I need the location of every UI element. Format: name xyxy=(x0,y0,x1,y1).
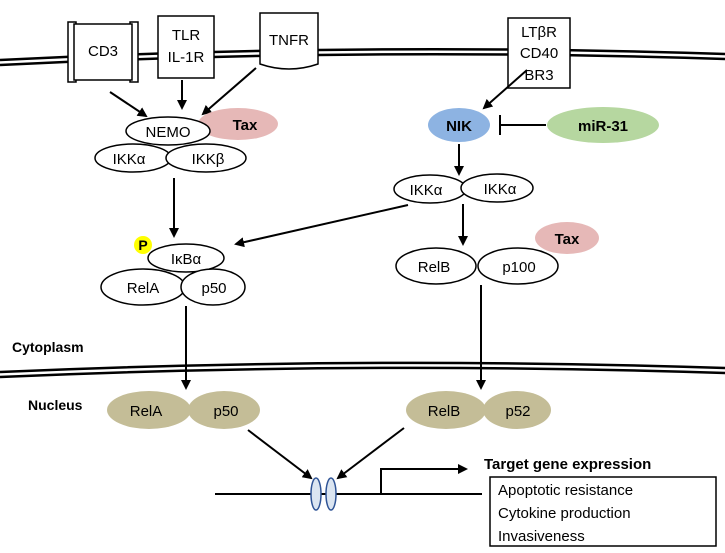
nuclear-rela-p50: RelA p50 xyxy=(107,391,260,429)
ikk-complex: Tax NEMO IKKα IKKβ xyxy=(94,108,278,173)
nemo-shape xyxy=(125,116,211,146)
ikka-left-label: IKKα xyxy=(410,182,443,199)
nuclear-rela-shape xyxy=(107,391,191,429)
phospho-label: P xyxy=(138,237,147,253)
nuclear-rela-label: RelA xyxy=(130,403,163,420)
nik-shape xyxy=(428,108,490,142)
ikka-label: IKKα xyxy=(113,151,146,168)
rela-to-dna-arrow xyxy=(247,429,313,480)
ikka-to-ikba-arrow xyxy=(234,204,409,248)
p100-label: p100 xyxy=(502,259,535,276)
br3-label: BR3 xyxy=(524,67,553,84)
receptor-cd3: CD3 xyxy=(67,21,139,83)
ikba-shape xyxy=(147,243,225,273)
cd40-label: CD40 xyxy=(520,45,558,62)
receptor-to-nemo-arrows xyxy=(109,67,257,118)
tax-canonical-label: Tax xyxy=(233,117,258,134)
cd3-label: CD3 xyxy=(88,43,118,60)
nucleus-label: Nucleus xyxy=(28,397,83,413)
tnfr-label: TNFR xyxy=(269,32,309,49)
mir31-label: miR-31 xyxy=(578,118,628,135)
target-gene-box xyxy=(489,476,717,547)
receptor-tnfr: TNFR xyxy=(259,12,319,70)
target-item-cytokine: Cytokine production xyxy=(498,505,631,522)
ikka-dimer: IKKα IKKα xyxy=(393,173,534,204)
mir31-inhibition xyxy=(499,115,546,135)
target-item-apoptotic: Apoptotic resistance xyxy=(498,482,633,499)
receptor-ltbr: LTβR CD40 BR3 xyxy=(507,17,571,89)
ikka-right-label: IKKα xyxy=(484,181,517,198)
rela-label: RelA xyxy=(127,280,160,297)
nuclear-relb-label: RelB xyxy=(428,403,461,420)
phospho-shape xyxy=(134,236,152,254)
p100-shape xyxy=(477,247,559,285)
ikkb-label: IKKβ xyxy=(192,151,225,168)
tax-noncanonical-shape xyxy=(535,222,599,254)
nuclear-p52-shape xyxy=(483,391,551,429)
canonical-nfkb-complex: P IκBα RelA p50 xyxy=(100,236,246,306)
tlr-label: TLR xyxy=(172,27,201,44)
nuclear-relb-p52: RelB p52 xyxy=(406,391,551,429)
nuclear-p52-label: p52 xyxy=(505,403,530,420)
transcription-start-arrow xyxy=(380,464,468,494)
kb-binding-site xyxy=(310,477,337,511)
nuclear-p50-label: p50 xyxy=(213,403,238,420)
ltbr-to-nik-arrow xyxy=(482,69,528,110)
nuclear-p50-shape xyxy=(188,391,260,429)
target-gene-title: Target gene expression xyxy=(484,456,651,473)
relb-to-dna-arrow xyxy=(336,427,405,480)
mir31-shape xyxy=(547,107,659,143)
nik-label: NIK xyxy=(446,118,472,135)
nemo-label: NEMO xyxy=(146,124,191,141)
p50-shape xyxy=(180,268,246,306)
p50-label: p50 xyxy=(201,280,226,297)
relb-label: RelB xyxy=(418,259,451,276)
nuclear-relb-shape xyxy=(406,391,486,429)
ikkb-shape xyxy=(165,143,247,173)
nuclear-membrane xyxy=(0,361,725,379)
nik-node: NIK xyxy=(428,108,490,142)
tax-noncanonical-label: Tax xyxy=(555,231,580,248)
ltbr-label: LTβR xyxy=(521,24,557,41)
cytoplasm-label: Cytoplasm xyxy=(12,339,84,355)
ikba-label: IκBα xyxy=(171,251,202,268)
relb-shape xyxy=(395,247,477,285)
target-item-invasiveness: Invasiveness xyxy=(498,528,585,545)
mir31-node: miR-31 xyxy=(547,107,659,143)
tax-canonical-shape xyxy=(198,108,278,140)
ikka-right-shape xyxy=(460,173,534,203)
noncanonical-nfkb-complex: Tax RelB p100 xyxy=(395,222,599,285)
il1r-label: IL-1R xyxy=(168,49,205,66)
receptor-tlr: TLR IL-1R xyxy=(157,15,215,79)
